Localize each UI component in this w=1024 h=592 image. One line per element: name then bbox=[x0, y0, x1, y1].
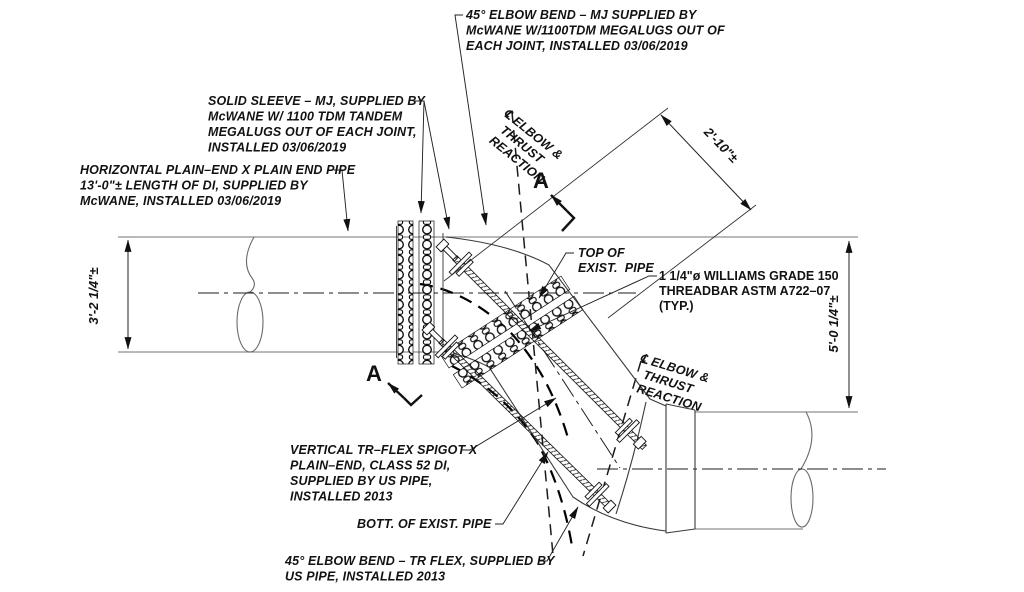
label-cl-elbow-thrust-1: ℄ ELBOW & THRUST REACTION bbox=[487, 106, 566, 186]
washer-plate bbox=[434, 334, 459, 359]
label-line: (TYP.) bbox=[659, 299, 694, 313]
threadbar-nut-bottom bbox=[602, 499, 617, 514]
label-line: EXIST. PIPE bbox=[578, 261, 654, 275]
section-arrow-top bbox=[550, 194, 568, 212]
label-line: INSTALLED 2013 bbox=[290, 490, 393, 504]
dimension-left-vertical: 3'-2 1/4"± bbox=[86, 239, 132, 350]
washer-plate bbox=[616, 419, 641, 444]
megalug-chain-band-4 bbox=[452, 295, 584, 389]
thrust-line-bottom-elbow bbox=[582, 360, 642, 557]
section-arrow-bottom bbox=[387, 382, 405, 399]
label-horizontal-pipe: HORIZONTAL PLAIN–END X PLAIN END PIPE 13… bbox=[80, 163, 356, 208]
label-line: McWANE W/ 1100 TDM TANDEM bbox=[208, 110, 403, 124]
section-marker-a-top: A bbox=[533, 168, 576, 232]
threadbar-lower bbox=[421, 321, 617, 514]
section-letter-top: A bbox=[533, 168, 549, 193]
washer-plate bbox=[585, 482, 610, 508]
leader-elbow-trflex bbox=[539, 506, 579, 562]
label-line: THREADBAR ASTM A722–07 bbox=[659, 284, 830, 298]
label-line: TOP OF bbox=[578, 246, 625, 260]
label-williams-threadbar: 1 1/4"ø WILLIAMS GRADE 150 THREADBAR AST… bbox=[659, 269, 839, 313]
label-solid-sleeve: SOLID SLEEVE – MJ, SUPPLIED BY McWANE W/… bbox=[208, 94, 427, 155]
label-line: MEGALUGS OUT OF EACH JOINT, bbox=[208, 125, 417, 139]
leader-bott-of-exist bbox=[495, 451, 549, 525]
washer-plate bbox=[448, 251, 473, 276]
leader-vertical-trflex bbox=[462, 397, 557, 451]
label-line: 13'-0"± LENGTH OF DI, SUPPLIED BY bbox=[80, 179, 309, 193]
threadbar-nut-bottom bbox=[632, 435, 647, 450]
megalug-chain-band-3 bbox=[439, 275, 571, 369]
label-elbow-mj: 45° ELBOW BEND – MJ SUPPLIED BY McWANE W… bbox=[465, 8, 725, 53]
threadbar-nut-top bbox=[421, 321, 436, 336]
label-cl-elbow-thrust-2: ℄ ELBOW & THRUST REACTION bbox=[635, 351, 711, 415]
label-line: PLAIN–END, CLASS 52 DI, bbox=[290, 459, 450, 473]
label-line: McWANE, INSTALLED 03/06/2019 bbox=[80, 194, 281, 208]
section-bend-top bbox=[561, 210, 576, 232]
pipe-break-ellipse-right bbox=[790, 468, 814, 528]
leader-horizontal-pipe bbox=[334, 169, 351, 232]
washer-plate bbox=[441, 341, 460, 360]
label-line: HORIZONTAL PLAIN–END X PLAIN END PIPE bbox=[80, 163, 356, 177]
bottom-elbow-bell bbox=[665, 403, 696, 534]
label-line: SOLID SLEEVE – MJ, SUPPLIED BY bbox=[208, 94, 427, 108]
megalug-chain-band-1 bbox=[397, 220, 414, 365]
label-line: McWANE W/1100TDM MEGALUGS OUT OF bbox=[466, 24, 725, 38]
label-line: INSTALLED 03/06/2019 bbox=[208, 141, 346, 155]
existing-pipe-top-dashed bbox=[419, 282, 570, 439]
label-top-of-exist: TOP OF EXIST. PIPE bbox=[578, 246, 654, 275]
pipe-break-ellipse-left bbox=[236, 291, 264, 353]
pipe-break-symbol-left bbox=[245, 236, 255, 294]
label-bott-of-exist: BOTT. OF EXIST. PIPE bbox=[357, 517, 492, 531]
label-line: US PIPE, INSTALLED 2013 bbox=[285, 570, 445, 584]
extension-line-2 bbox=[607, 204, 757, 319]
leader-top-of-exist bbox=[538, 252, 574, 299]
label-elbow-trflex: 45° ELBOW BEND – TR FLEX, SUPPLIED BY US… bbox=[284, 554, 556, 584]
horizontal-pipe-bottom bbox=[695, 411, 858, 530]
leader-solid-sleeve-2 bbox=[423, 100, 451, 230]
washer-plate bbox=[584, 481, 603, 500]
dimension-diagonal-text: 2'-10"± bbox=[700, 124, 742, 166]
centerline-diagonal-pipe bbox=[504, 290, 621, 469]
label-line: BOTT. OF EXIST. PIPE bbox=[357, 517, 492, 531]
extension-line-1 bbox=[443, 107, 669, 282]
section-letter-bottom: A bbox=[366, 361, 382, 386]
label-line: 45° ELBOW BEND – MJ SUPPLIED BY bbox=[465, 8, 698, 22]
pipe-break-symbol-right bbox=[800, 411, 813, 470]
leader-solid-sleeve-1 bbox=[415, 100, 425, 214]
leader-elbow-mj bbox=[454, 14, 488, 226]
threadbar-nut-top bbox=[435, 238, 450, 253]
label-line: EACH JOINT, INSTALLED 03/06/2019 bbox=[466, 39, 688, 53]
megalug-chain-band-2 bbox=[418, 220, 435, 365]
elbow-spigot-joint-line bbox=[615, 401, 647, 515]
dimension-right-text: 5'-0 1/4"± bbox=[826, 295, 841, 353]
label-line: 45° ELBOW BEND – TR FLEX, SUPPLIED BY bbox=[284, 554, 556, 568]
dimension-left-text: 3'-2 1/4"± bbox=[86, 267, 101, 325]
diagonal-megalug-restraints bbox=[439, 275, 584, 389]
washer-plate bbox=[614, 417, 633, 436]
label-line: 1 1/4"ø WILLIAMS GRADE 150 bbox=[659, 269, 839, 283]
leader-williams-threadbar bbox=[528, 275, 657, 332]
label-line: VERTICAL TR–FLEX SPIGOT X bbox=[290, 443, 478, 457]
section-marker-a-bottom: A bbox=[366, 361, 423, 407]
label-vertical-trflex: VERTICAL TR–FLEX SPIGOT X PLAIN–END, CLA… bbox=[290, 443, 478, 504]
solid-sleeve-restraints bbox=[396, 220, 444, 365]
dimension-right-vertical: 5'-0 1/4"± bbox=[826, 240, 853, 409]
section-bend-bottom bbox=[403, 394, 423, 407]
label-line: SUPPLIED BY US PIPE, bbox=[290, 474, 432, 488]
